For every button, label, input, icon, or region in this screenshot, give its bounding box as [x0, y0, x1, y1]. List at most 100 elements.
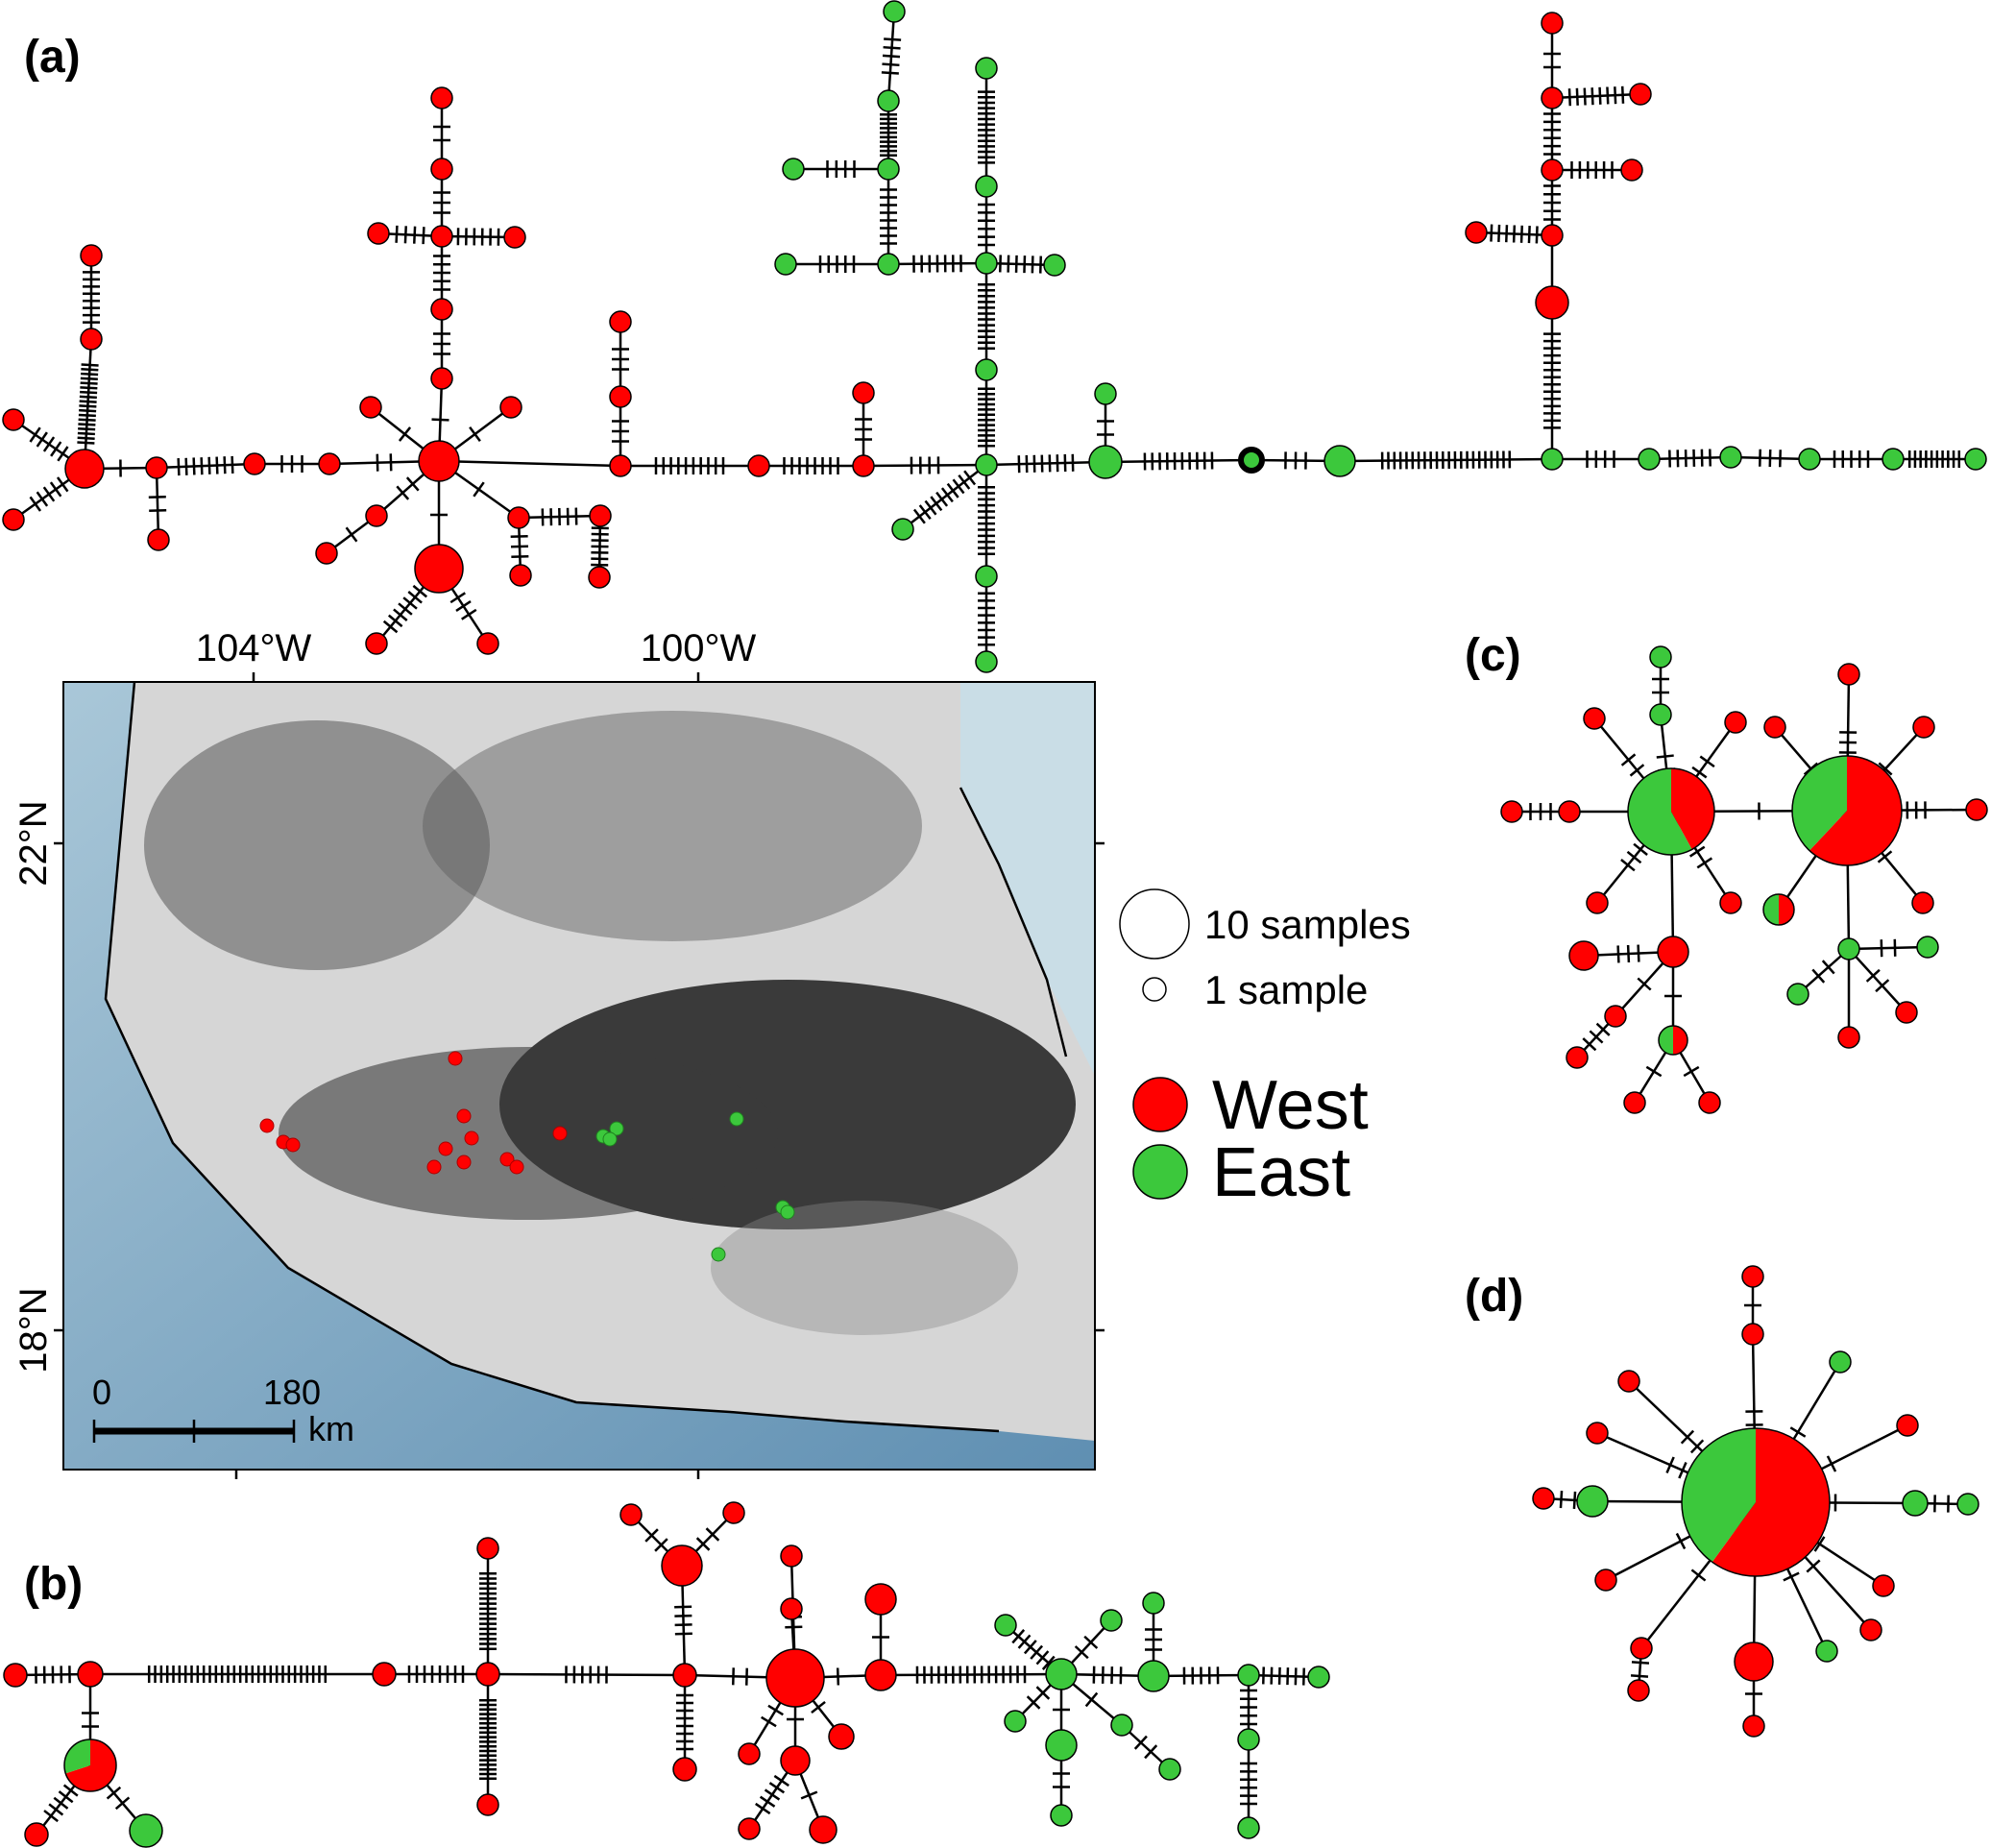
haplotype-node	[1837, 937, 1860, 960]
haplotype-node	[747, 454, 770, 477]
haplotype-node	[975, 453, 998, 476]
haplotype-node	[1649, 645, 1672, 669]
mutation-tick	[345, 526, 358, 543]
mutation-tick	[398, 602, 413, 616]
relief-map: 104°W 100°W 22°N 18°N 0 180 km	[12, 627, 1105, 1479]
haplotype-node	[1004, 1710, 1027, 1733]
panel-label-b: (b)	[24, 1559, 83, 1610]
haplotype-slice	[1671, 768, 1715, 850]
mutation-tick	[80, 390, 98, 395]
lon-label-104: 104°W	[196, 627, 312, 669]
mutation-tick	[1626, 944, 1631, 963]
mutation-tick	[1811, 968, 1826, 984]
haplotype-node	[828, 1723, 855, 1750]
haplotype-node	[430, 298, 453, 321]
mutation-tick	[1826, 1455, 1837, 1472]
haplotype-node	[367, 222, 390, 245]
mutation-tick	[1590, 87, 1594, 106]
haplotype-node	[609, 454, 632, 477]
mutation-tick	[53, 1796, 69, 1810]
haplotype-node	[1045, 1658, 1078, 1690]
haplotype-node	[1465, 221, 1488, 244]
mutation-tick	[510, 534, 528, 539]
haplotype-node	[1791, 755, 1903, 866]
haplotype-node	[877, 89, 900, 112]
haplotype-node	[1719, 446, 1742, 469]
haplotype-node	[1043, 254, 1066, 277]
mutation-tick	[58, 1790, 74, 1804]
haplotype-node	[1912, 716, 1935, 739]
haplotype-node	[1638, 448, 1661, 471]
haplotype-slice	[1659, 1026, 1673, 1055]
sample-point	[552, 1126, 568, 1141]
haplotype-node	[1594, 1568, 1617, 1592]
mutation-tick	[50, 441, 62, 457]
mutation-tick	[1878, 762, 1893, 776]
legend: 10 samples 1 sample West East	[1119, 888, 1411, 1211]
haplotype-node	[1604, 1005, 1627, 1028]
haplotype-slice	[1673, 1026, 1687, 1055]
sample-point	[509, 1159, 524, 1175]
haplotype-node	[1741, 1323, 1764, 1346]
haplotype-node	[24, 1822, 49, 1847]
haplotype-node	[864, 1659, 897, 1691]
mutation-tick	[952, 478, 965, 495]
mutation-tick	[1559, 1491, 1564, 1509]
mutation-tick	[1144, 1744, 1158, 1760]
mutation-tick	[882, 54, 901, 59]
haplotype-node	[975, 565, 998, 588]
haplotype-node	[80, 244, 103, 267]
haplotype-node	[1630, 1637, 1653, 1660]
haplotype-node	[864, 1583, 897, 1616]
mutation-tick	[79, 395, 97, 400]
haplotype-node	[1623, 1091, 1646, 1114]
haplotype-node	[2, 408, 25, 431]
mutation-tick	[200, 457, 204, 475]
network-edge	[487, 1672, 686, 1677]
legend-west-label: West	[1212, 1067, 1369, 1144]
mutation-tick	[78, 423, 96, 426]
haplotype-node	[1535, 285, 1569, 320]
mutation-tick	[57, 446, 69, 462]
haplotype-node	[414, 544, 464, 594]
haplotype-node	[476, 1537, 499, 1560]
network-edge	[985, 460, 1106, 467]
network-edge	[1848, 945, 1929, 951]
mutation-tick	[81, 368, 99, 372]
mutation-tick	[106, 1786, 122, 1800]
mutation-tick	[759, 1795, 776, 1808]
mutation-tick	[1014, 255, 1018, 273]
scale-end: 180	[263, 1373, 321, 1412]
haplotype-node	[1558, 800, 1581, 823]
haplotype-node	[975, 252, 998, 275]
mutation-tick	[1595, 1022, 1611, 1036]
haplotype-node	[975, 175, 998, 198]
mutation-tick	[800, 1790, 818, 1800]
mutation-tick	[1637, 977, 1652, 991]
mutation-tick	[405, 476, 420, 492]
mutation-tick	[43, 1810, 59, 1823]
network-edge	[1551, 92, 1641, 100]
network-edge	[438, 459, 621, 468]
haplotype-node	[1627, 767, 1715, 856]
network-edge	[156, 462, 255, 470]
haplotype-node	[588, 566, 611, 589]
mutation-tick	[395, 225, 399, 243]
haplotype-node	[1872, 1574, 1895, 1597]
mutation-tick	[1789, 1426, 1807, 1438]
haplotype-node	[883, 0, 906, 23]
haplotype-node	[1742, 1714, 1765, 1738]
mutation-tick	[393, 608, 408, 621]
network-b	[3, 1501, 1330, 1848]
mutation-tick	[1572, 1491, 1577, 1509]
haplotype-node	[476, 1793, 499, 1816]
haplotype-node	[499, 396, 522, 419]
mutation-tick	[1527, 226, 1531, 244]
haplotype-node	[430, 225, 453, 248]
haplotype-node	[1719, 891, 1742, 914]
mutation-tick	[403, 226, 407, 244]
coastline	[104, 682, 1000, 1433]
panel-label-a: (a)	[24, 32, 81, 83]
mutation-tick	[1683, 1065, 1700, 1078]
mutation-tick	[511, 554, 529, 559]
